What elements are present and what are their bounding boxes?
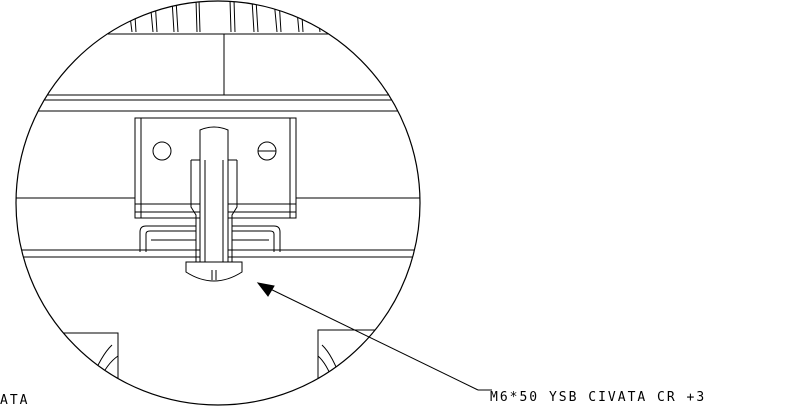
edge-label-fragment: ATA bbox=[0, 393, 30, 408]
bolt-head bbox=[185, 261, 243, 282]
mounting-bracket bbox=[134, 117, 297, 219]
bolt-shaft bbox=[190, 126, 238, 262]
hole-left bbox=[152, 141, 172, 161]
detail-circle-contents bbox=[16, 1, 420, 405]
clip-plate bbox=[139, 225, 281, 252]
leader-line bbox=[256, 282, 492, 391]
lower-blocks bbox=[16, 329, 420, 405]
detail-circle bbox=[15, 0, 421, 406]
callout-label: M6*50 YSB CIVATA CR +3 bbox=[490, 390, 707, 405]
